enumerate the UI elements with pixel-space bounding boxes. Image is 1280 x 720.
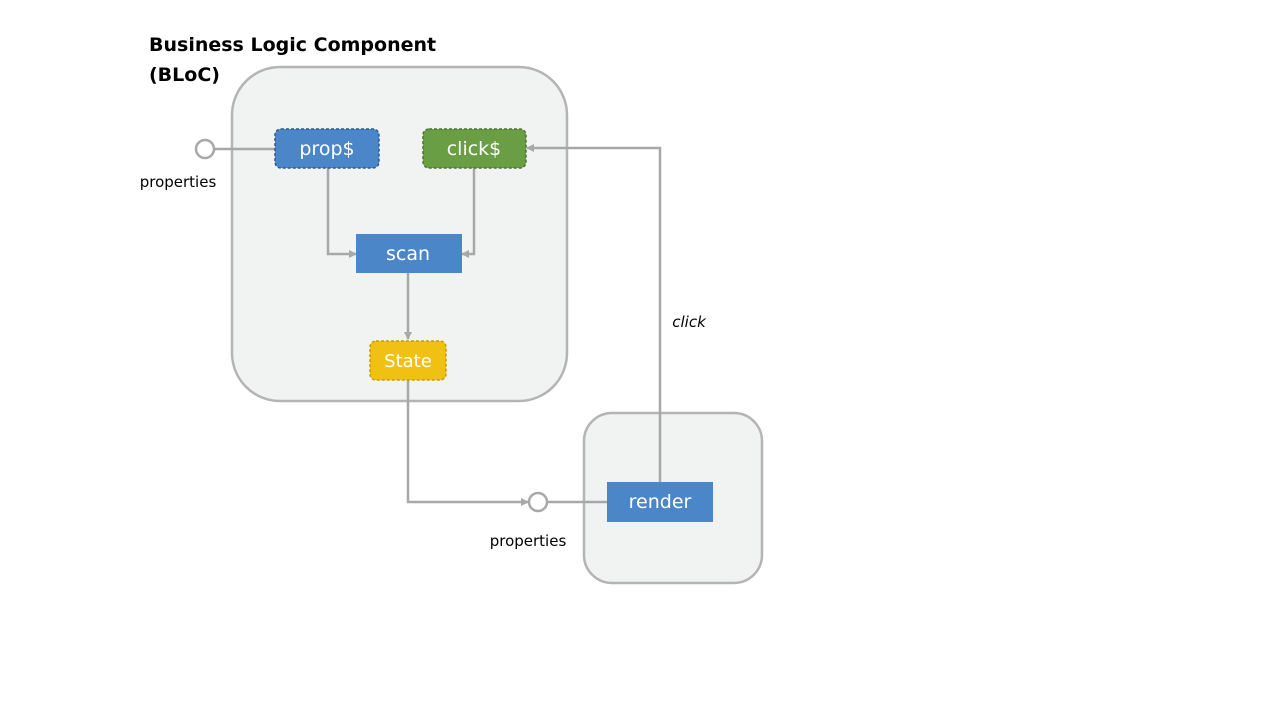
- connector-state-to-view-properties: [406, 380, 529, 506]
- bloc-properties-port: [194, 138, 216, 160]
- render-label: render: [629, 491, 692, 513]
- connector-prop-to-scan: [326, 168, 357, 258]
- connector-render-to-click: [526, 144, 662, 482]
- scan-operator-label: scan: [386, 243, 430, 265]
- prop-stream-node: [274, 128, 380, 169]
- state-node: [369, 340, 447, 381]
- bloc-properties-label: properties: [140, 173, 217, 191]
- state-label: State: [384, 351, 432, 372]
- scan-operator-node: [356, 234, 462, 273]
- render-node: [607, 482, 713, 522]
- diagram-title-line-1: Business Logic Component: [149, 34, 437, 56]
- view-properties-port: [527, 491, 549, 513]
- click-stream-node: [422, 128, 527, 169]
- click-stream-label: click$: [447, 138, 502, 160]
- click-edge-label: click: [672, 313, 707, 331]
- connector-click-to-scan: [461, 168, 476, 258]
- prop-stream-label: prop$: [299, 138, 354, 160]
- diagram-title-line-2: (BLoC): [149, 64, 220, 86]
- view-properties-label: properties: [490, 532, 567, 550]
